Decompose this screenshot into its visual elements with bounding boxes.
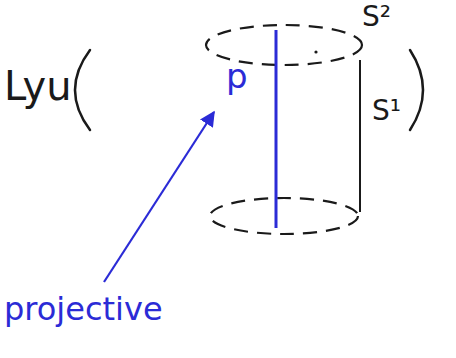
annotation: projective xyxy=(4,292,163,327)
circle-label: S¹ xyxy=(372,96,401,127)
bottom-sphere-circle xyxy=(210,198,358,234)
circle-direction-line xyxy=(359,60,361,212)
object-label: p xyxy=(226,58,248,95)
functor-name: Lyu xyxy=(4,64,72,108)
open-parenthesis xyxy=(75,50,90,130)
pointer-arrow xyxy=(104,112,214,282)
dot xyxy=(314,50,317,53)
projective-strand xyxy=(275,30,278,228)
sphere-label: S² xyxy=(362,2,391,33)
close-parenthesis xyxy=(410,50,423,130)
